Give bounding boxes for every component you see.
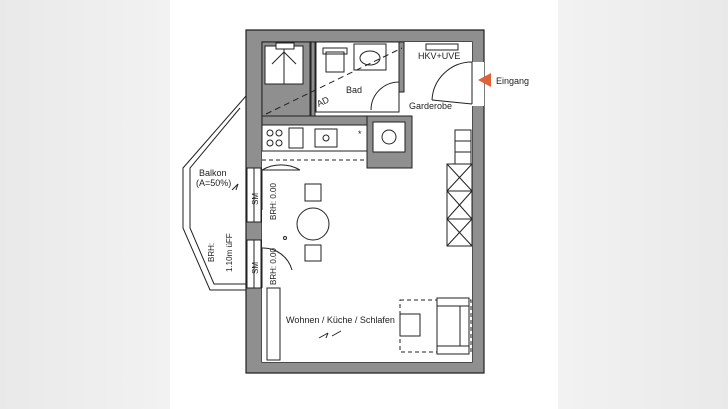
background-right (558, 0, 728, 409)
svg-text:*: * (358, 129, 362, 139)
room-garderobe-label: Garderobe (409, 101, 452, 111)
sofa (399, 297, 472, 355)
hkv-label: HKV+UVE (418, 51, 460, 61)
entrance-door (431, 61, 484, 106)
brh-balcony-label-2: 1.10m üFF (225, 233, 234, 272)
shower (264, 42, 304, 85)
balkon-area-label: (A=50%) (196, 178, 231, 188)
entrance-arrow (478, 73, 491, 87)
ad-dashed-line (265, 47, 403, 115)
balcony-arrow-icon (231, 183, 239, 191)
wardrobe (446, 129, 473, 247)
bathroom-door (370, 81, 400, 111)
balcony-outline (182, 95, 247, 291)
window-bottom (246, 239, 262, 289)
wohnen-arrow-icon (318, 330, 342, 339)
brh-balcony-label-1: BRH: (207, 243, 216, 262)
window-top (246, 167, 262, 223)
room-bad-label: Bad (346, 85, 362, 95)
washing-machine (372, 121, 406, 153)
dining-set (283, 183, 330, 262)
sm-top-label: SM (251, 193, 260, 205)
room-wohnen-label: Wohnen / Küche / Schlafen (286, 315, 395, 325)
hkv-box (425, 43, 459, 51)
sm-bottom-label: SM (251, 262, 260, 274)
balcony-door-bottom (261, 247, 293, 288)
kitchen-counter: * (261, 124, 368, 161)
balkon-label: Balkon (199, 168, 227, 178)
eingang-label: Eingang (496, 76, 529, 86)
bed (266, 287, 281, 361)
bathroom-interior (315, 41, 400, 113)
brh-bottom-label: BRH: 0.00 (269, 248, 278, 285)
background-left (0, 0, 170, 409)
brh-top-label: BRH: 0.00 (269, 183, 278, 220)
balcony-door-top (261, 164, 301, 210)
